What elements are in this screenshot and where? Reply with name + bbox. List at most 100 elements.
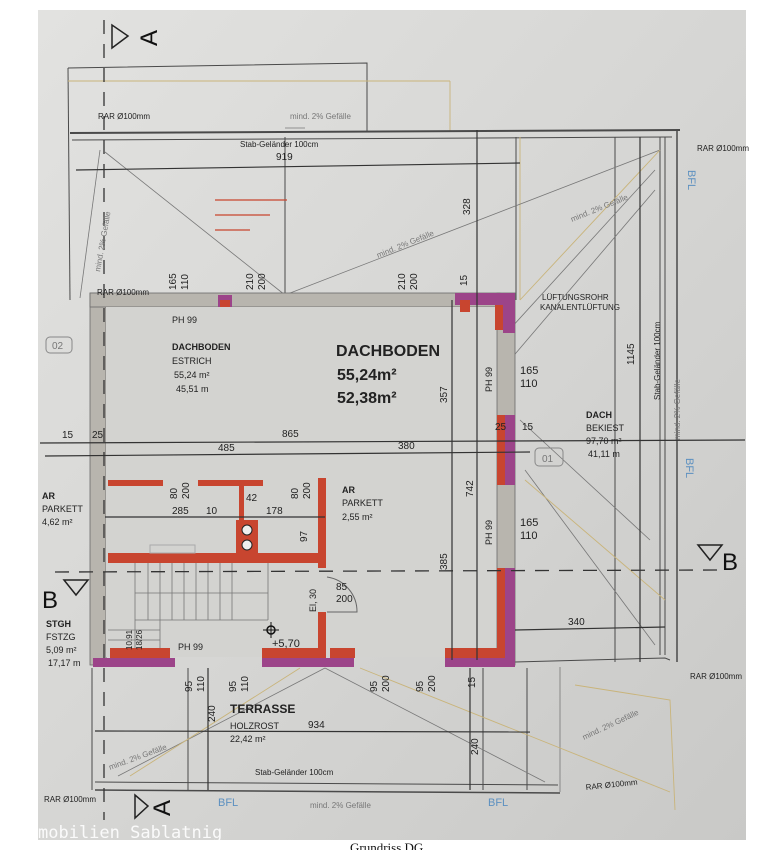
svg-text:ESTRICH: ESTRICH [172, 356, 212, 366]
svg-text:25: 25 [92, 430, 104, 441]
svg-text:110: 110 [520, 530, 538, 542]
svg-text:KANALENTLÜFTUNG: KANALENTLÜFTUNG [540, 303, 620, 312]
svg-text:110: 110 [520, 378, 538, 390]
svg-text:Stab-Geländer 100cm: Stab-Geländer 100cm [255, 768, 334, 777]
svg-text:01: 01 [542, 454, 554, 465]
section-marker-b-right: B [696, 544, 738, 576]
svg-text:BFL: BFL [685, 170, 697, 190]
svg-text:5,09 m²: 5,09 m² [46, 645, 77, 655]
svg-text:865: 865 [282, 429, 299, 440]
axis-marker-02: 02 [45, 336, 73, 354]
svg-text:200: 200 [409, 273, 420, 290]
svg-text:10.91: 10.91 [125, 629, 134, 650]
svg-text:42: 42 [246, 493, 258, 504]
svg-text:RAR Ø100mm: RAR Ø100mm [44, 795, 96, 804]
svg-text:BFL: BFL [683, 458, 695, 478]
roof-outline [67, 62, 681, 811]
svg-text:357: 357 [439, 386, 450, 403]
svg-text:TERRASSE: TERRASSE [230, 702, 295, 716]
drainage-slope-lines [79, 127, 671, 793]
elevation-marker-icon [263, 622, 279, 638]
svg-text:95: 95 [228, 680, 239, 692]
svg-text:mind. 2% Gefälle: mind. 2% Gefälle [310, 801, 371, 810]
svg-text:BFL: BFL [218, 797, 238, 809]
svg-text:HOLZROST: HOLZROST [230, 721, 280, 731]
svg-text:240: 240 [207, 705, 218, 722]
svg-text:97,70 m²: 97,70 m² [586, 436, 622, 446]
svg-text:200: 200 [257, 273, 268, 290]
svg-text:AR: AR [342, 485, 355, 495]
svg-text:285: 285 [172, 506, 189, 517]
section-marker-a-top: A [111, 23, 163, 50]
watermark: mobilien Sablatnig [38, 823, 222, 843]
room-label-ar-mid: AR PARKETT 2,55 m² [342, 485, 383, 522]
svg-text:200: 200 [427, 675, 438, 692]
svg-text:380: 380 [398, 441, 415, 452]
room-label-dach: DACH BEKIEST 97,70 m² 41,11 m [586, 410, 625, 459]
svg-text:919: 919 [276, 152, 293, 163]
svg-text:15: 15 [467, 676, 478, 688]
svg-text:18/26: 18/26 [135, 629, 144, 650]
svg-text:55,24m²: 55,24m² [337, 367, 397, 384]
svg-text:FSTZG: FSTZG [46, 632, 76, 642]
svg-text:PH 99: PH 99 [484, 520, 494, 545]
svg-text:LÜFTUNGSROHR: LÜFTUNGSROHR [542, 293, 609, 302]
svg-text:+5,70: +5,70 [272, 638, 300, 650]
section-marker-b-left: B [42, 579, 90, 614]
svg-text:02: 02 [52, 341, 64, 352]
svg-text:97: 97 [299, 530, 310, 542]
svg-text:328: 328 [462, 198, 473, 215]
drawing-caption: Grundriss DG [350, 840, 423, 850]
svg-text:15: 15 [62, 430, 74, 441]
svg-text:15: 15 [459, 274, 470, 286]
svg-text:2,55 m²: 2,55 m² [342, 512, 373, 522]
svg-text:41,11 m: 41,11 m [588, 449, 620, 459]
axis-marker-01: 01 [534, 447, 564, 467]
svg-text:PH 99: PH 99 [178, 642, 203, 652]
svg-text:RAR Ø100mm: RAR Ø100mm [697, 144, 749, 153]
svg-text:DACH: DACH [586, 410, 612, 420]
svg-text:RAR Ø100mm: RAR Ø100mm [97, 288, 149, 297]
svg-text:El, 30: El, 30 [308, 589, 318, 612]
svg-text:BFL: BFL [488, 797, 508, 809]
svg-text:A: A [136, 30, 163, 46]
svg-text:RAR Ø100mm: RAR Ø100mm [690, 672, 742, 681]
svg-text:mind. 2% Gefälle: mind. 2% Gefälle [673, 379, 682, 440]
dimension-lines [39, 130, 746, 790]
svg-text:A: A [149, 800, 176, 816]
svg-text:45,51 m: 45,51 m [176, 384, 209, 394]
svg-text:240: 240 [470, 738, 481, 755]
room-label-ar-left: AR PARKETT 4,62 m² [42, 491, 83, 527]
svg-text:RAR Ø100mm: RAR Ø100mm [98, 112, 150, 121]
svg-text:PH 99: PH 99 [484, 367, 494, 392]
svg-text:200: 200 [336, 594, 353, 605]
svg-text:22,42 m²: 22,42 m² [230, 734, 266, 744]
svg-text:1145: 1145 [626, 343, 637, 365]
room-label-stgh: STGH FSTZG 5,09 m² 17,17 m [46, 619, 81, 668]
svg-text:52,38m²: 52,38m² [337, 390, 397, 407]
svg-text:STGH: STGH [46, 619, 71, 629]
svg-text:95: 95 [415, 680, 426, 692]
svg-text:742: 742 [465, 480, 476, 497]
svg-text:165: 165 [168, 273, 179, 290]
svg-text:95: 95 [369, 680, 380, 692]
svg-text:80: 80 [290, 487, 301, 499]
svg-text:200: 200 [181, 482, 192, 499]
svg-text:110: 110 [240, 676, 251, 692]
svg-text:210: 210 [397, 273, 408, 290]
svg-text:PH 99: PH 99 [172, 315, 197, 325]
svg-text:15: 15 [522, 422, 534, 433]
svg-text:AR: AR [42, 491, 55, 501]
section-marker-a-bottom: A [134, 793, 176, 820]
svg-text:Stab-Geländer 100cm: Stab-Geländer 100cm [653, 321, 662, 400]
svg-text:PARKETT: PARKETT [342, 498, 383, 508]
svg-text:BEKIEST: BEKIEST [586, 423, 625, 433]
svg-text:385: 385 [439, 553, 450, 570]
svg-text:10: 10 [206, 506, 218, 517]
svg-text:165: 165 [520, 365, 538, 377]
svg-text:B: B [42, 587, 58, 614]
svg-text:17,17 m: 17,17 m [48, 658, 81, 668]
svg-text:DACHBODEN: DACHBODEN [172, 342, 231, 352]
svg-text:200: 200 [381, 675, 392, 692]
